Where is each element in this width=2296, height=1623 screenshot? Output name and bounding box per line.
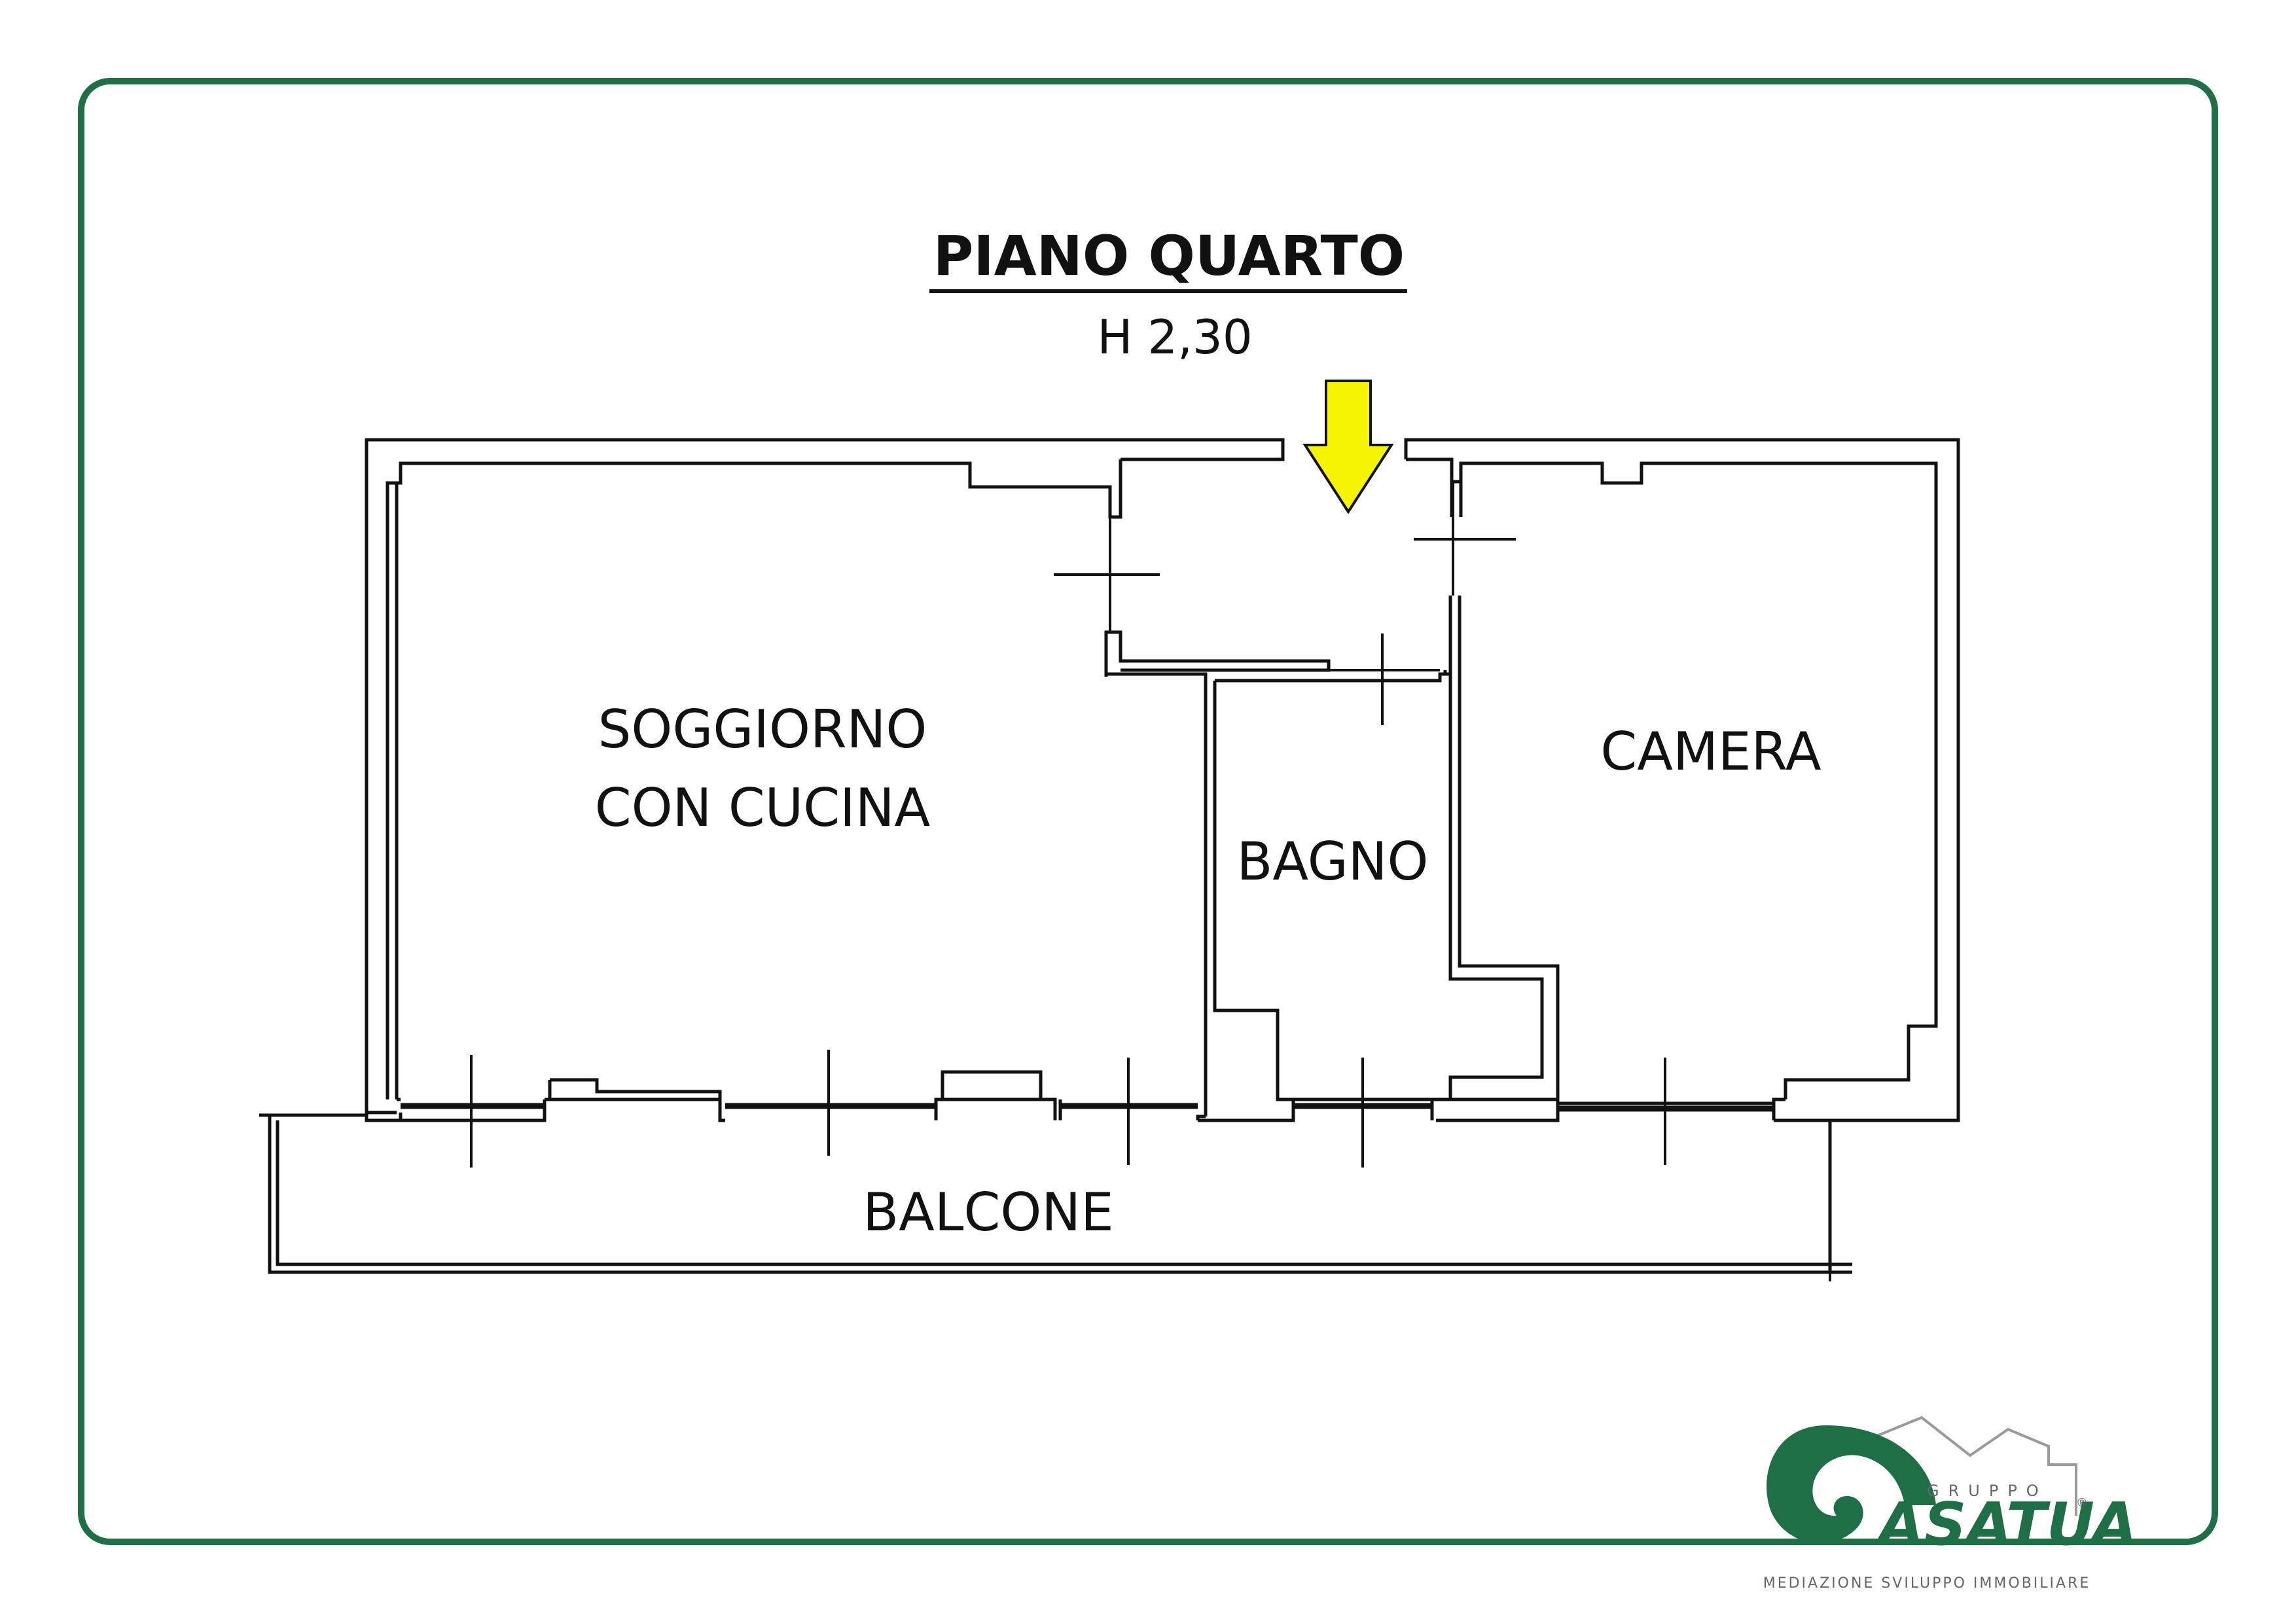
floor-title: PIANO QUARTO <box>933 224 1405 288</box>
company-logo: ASATUA GRUPPO ® MEDIAZIONE SVILUPPO IMMO… <box>1763 1416 2138 1592</box>
room-label-bathroom: BAGNO <box>1236 831 1428 892</box>
logo-group-label: GRUPPO <box>1927 1482 2048 1500</box>
entrance-arrow-icon <box>1302 380 1394 514</box>
logo-tagline: MEDIAZIONE SVILUPPO IMMOBILIARE <box>1763 1575 2091 1592</box>
page-frame <box>78 78 2218 1545</box>
room-label-living-line1: SOGGIORNO <box>598 699 927 760</box>
ceiling-height: H 2,30 <box>1097 310 1252 365</box>
walls <box>259 438 1960 1281</box>
registered-mark-icon: ® <box>2076 1496 2088 1510</box>
room-label-living-line2: CON CUCINA <box>595 777 931 838</box>
room-label-balcony: BALCONE <box>863 1182 1113 1243</box>
logo-brand: ASATUA <box>1874 1490 2138 1559</box>
room-label-bedroom: CAMERA <box>1600 721 1821 782</box>
